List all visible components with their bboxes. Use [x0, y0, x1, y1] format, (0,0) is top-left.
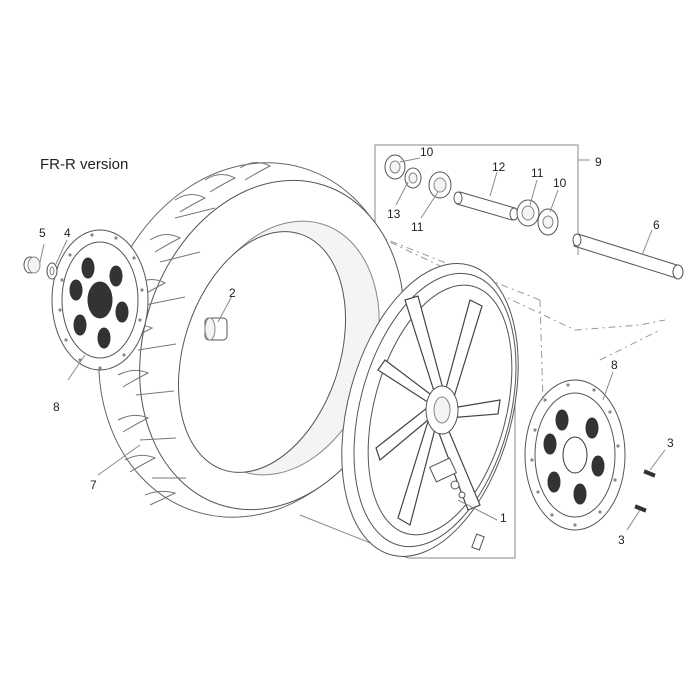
- disc-bolts: [634, 469, 656, 513]
- wheel-rim: [341, 263, 519, 557]
- callout-9: 9: [595, 155, 602, 169]
- group-bracket-1: [299, 390, 516, 559]
- wheel-axle-6: [572, 233, 684, 280]
- seal-10-left: [384, 154, 406, 180]
- callout-12: 12: [492, 160, 506, 174]
- brake-disc-left: [51, 229, 149, 371]
- callout-11-right: 11: [531, 166, 544, 180]
- callout-labels: 1 2 3 3 4 5 6 7 8 8 9 10 10 11 11 12 13: [39, 145, 674, 547]
- washer-4: [46, 262, 58, 280]
- version-title: FR-R version: [40, 156, 129, 173]
- callout-7: 7: [90, 478, 97, 492]
- ring-13: [404, 167, 422, 189]
- callout-2: 2: [229, 286, 236, 300]
- callout-10-left: 10: [420, 145, 434, 159]
- callout-3-lower: 3: [618, 533, 625, 547]
- leader-lines: [39, 157, 666, 531]
- group-bracket-9: [374, 144, 590, 255]
- bearing-11-right: [516, 199, 540, 227]
- bearing-11-left: [428, 171, 452, 199]
- brake-disc-right: [524, 379, 626, 531]
- callout-10-right: 10: [553, 176, 567, 190]
- callout-6: 6: [653, 218, 660, 232]
- callout-5: 5: [39, 226, 46, 240]
- callout-8-left: 8: [53, 400, 60, 414]
- nut-5: [23, 256, 41, 274]
- callout-1: 1: [500, 511, 507, 525]
- callout-13: 13: [387, 207, 401, 221]
- callout-3-upper: 3: [667, 436, 674, 450]
- seal-10-right: [537, 208, 559, 236]
- callout-4: 4: [64, 226, 71, 240]
- callout-11-left: 11: [411, 220, 424, 234]
- callout-8-right: 8: [611, 358, 618, 372]
- spacer-12: [453, 191, 519, 221]
- tyre: [98, 162, 405, 518]
- spacer-2: [204, 295, 233, 341]
